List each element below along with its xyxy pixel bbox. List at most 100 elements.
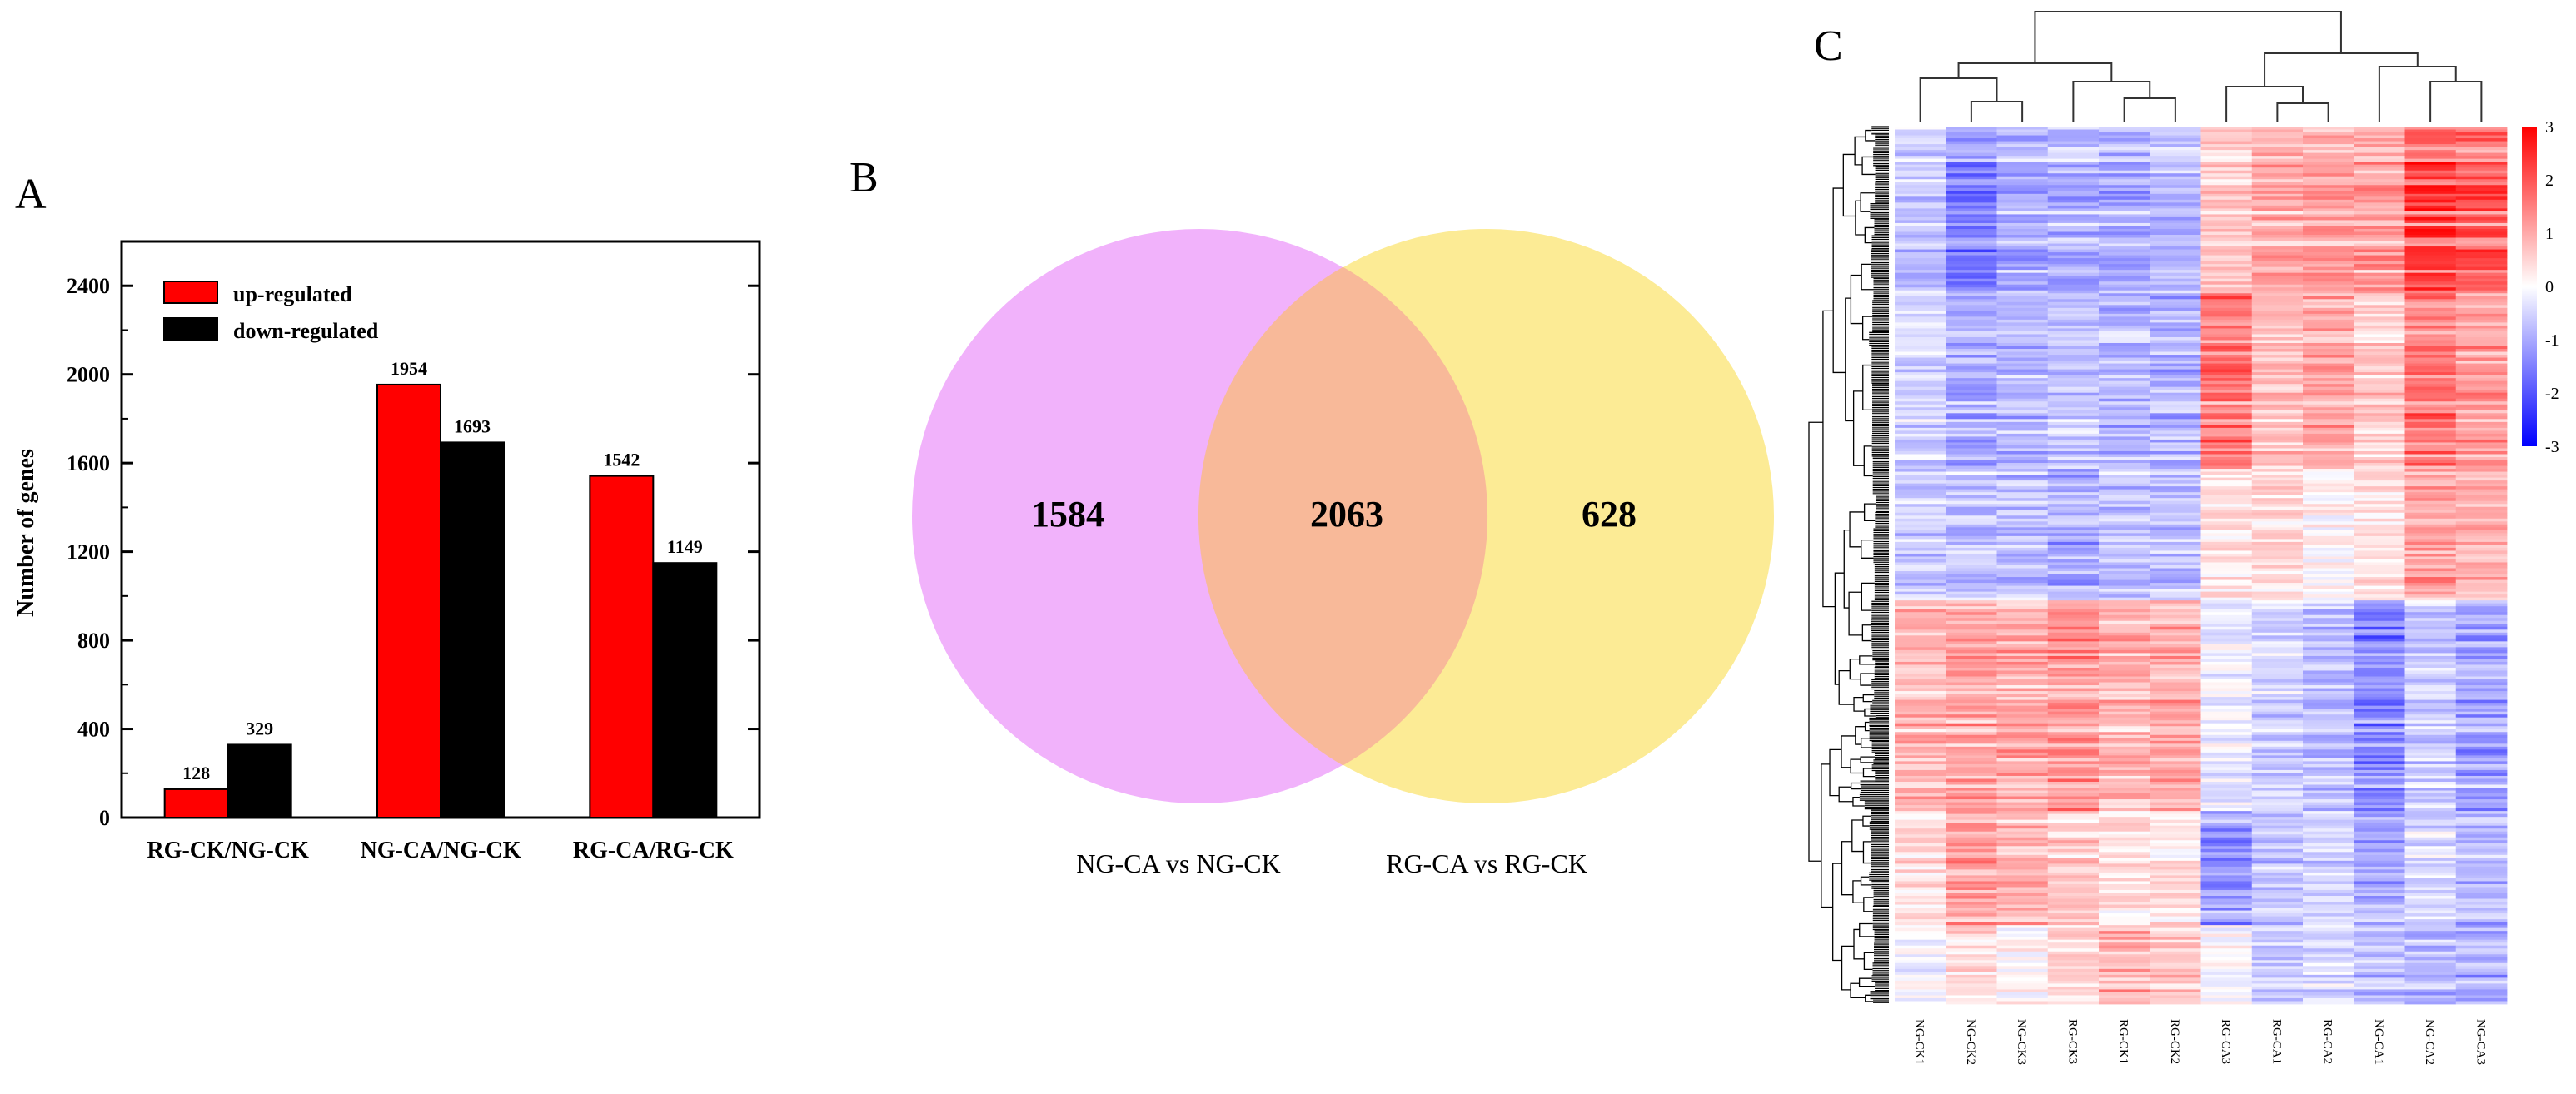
- heatmap-cell: [2404, 644, 2457, 648]
- heatmap-cell: [1996, 471, 2049, 475]
- heatmap-cell: [2404, 908, 2457, 911]
- heatmap-cell: [2200, 328, 2253, 332]
- heatmap-cell: [2047, 144, 2100, 147]
- heatmap-cell: [2354, 398, 2405, 402]
- heatmap-cell: [2047, 187, 2100, 191]
- heatmap-cell: [2354, 205, 2405, 209]
- heatmap-cell: [1946, 825, 1997, 829]
- heatmap-cell: [2303, 316, 2354, 321]
- heatmap-cell: [2303, 372, 2354, 376]
- heatmap-cell: [2354, 492, 2405, 496]
- heatmap-cell: [2455, 454, 2508, 458]
- bar-up: [589, 475, 655, 818]
- heatmap-cell: [1996, 983, 2049, 987]
- heatmap-cell: [2200, 618, 2253, 622]
- heatmap-cell: [2200, 439, 2253, 443]
- heatmap-cell: [2200, 638, 2253, 642]
- heatmap-cell: [2251, 392, 2304, 396]
- heatmap-cell: [2404, 624, 2457, 628]
- heatmap-cell: [2251, 939, 2304, 943]
- heatmap-cell: [2404, 641, 2457, 645]
- heatmap-cell: [2404, 346, 2457, 350]
- heatmap-cell: [2150, 763, 2201, 768]
- heatmap-cell: [2200, 141, 2253, 145]
- heatmap-cell: [2354, 445, 2405, 449]
- heatmap-cell: [2251, 293, 2304, 297]
- heatmap-cell: [2404, 854, 2457, 858]
- heatmap-cell: [1895, 355, 1946, 358]
- heatmap-cell: [2354, 875, 2405, 879]
- heatmap-cell: [2251, 152, 2304, 157]
- heatmap-cell: [2303, 255, 2354, 259]
- heatmap-cell: [2150, 869, 2201, 873]
- heatmap-cell: [1895, 415, 1946, 420]
- heatmap-cell: [2354, 386, 2405, 390]
- heatmap-cell: [2200, 550, 2253, 554]
- heatmap-cell: [1895, 404, 1946, 408]
- heatmap-cell: [2303, 659, 2354, 663]
- heatmap-cell: [2404, 483, 2457, 487]
- heatmap-cell: [1946, 419, 1997, 423]
- heatmap-cell: [2251, 913, 2304, 917]
- heatmap-cell: [1996, 577, 2049, 580]
- heatmap-cell: [2099, 781, 2150, 785]
- heatmap-cell: [2200, 997, 2253, 1002]
- heatmap-cell: [2047, 694, 2100, 698]
- heatmap-cell: [2099, 937, 2150, 941]
- heatmap-cell: [2150, 164, 2201, 168]
- heatmap-cell: [2251, 346, 2304, 350]
- heatmap-cell: [2047, 313, 2100, 317]
- heatmap-cell: [2404, 635, 2457, 639]
- heatmap-cell: [2200, 322, 2253, 326]
- heatmap-cell: [2303, 152, 2354, 157]
- heatmap-cell: [2150, 881, 2201, 885]
- heatmap-cell: [2455, 925, 2508, 929]
- heatmap-cell: [2150, 977, 2201, 982]
- heatmap-cell: [1895, 585, 1946, 589]
- heatmap-cell: [2150, 635, 2201, 639]
- heatmap-cell: [2200, 226, 2253, 230]
- heatmap-cell: [2200, 819, 2253, 823]
- heatmap-cell: [2303, 729, 2354, 733]
- heatmap-cell: [2150, 255, 2201, 259]
- heatmap-cell: [2150, 448, 2201, 452]
- heatmap-cell: [1895, 925, 1946, 929]
- heatmap-cell: [1996, 778, 2049, 783]
- heatmap-cell: [2200, 553, 2253, 557]
- heatmap-cell: [1895, 606, 1946, 610]
- heatmap-cell: [1895, 185, 1946, 189]
- heatmap-cell: [2047, 380, 2100, 385]
- heatmap-cell: [2099, 228, 2150, 232]
- heatmap-cell: [2150, 401, 2201, 405]
- heatmap-cell: [1946, 574, 1997, 578]
- heatmap-cell: [1895, 743, 1946, 748]
- heatmap-cell: [1996, 626, 2049, 630]
- heatmap-cell: [2150, 202, 2201, 206]
- heatmap-cell: [1996, 667, 2049, 671]
- heatmap-cell: [2303, 533, 2354, 537]
- heatmap-cell: [2303, 261, 2354, 265]
- heatmap-cell: [2150, 848, 2201, 853]
- dendrogram-link: [1852, 796, 1865, 807]
- heatmap-cell: [2303, 380, 2354, 385]
- heatmap-cell: [2099, 421, 2150, 425]
- heatmap-cell: [1946, 732, 1997, 736]
- heatmap-cell: [2251, 799, 2304, 803]
- heatmap-cell: [2200, 202, 2253, 206]
- heatmap-cell: [2099, 828, 2150, 833]
- heatmap-cell: [2200, 995, 2253, 999]
- heatmap-cell: [1895, 919, 1946, 923]
- heatmap-cell: [2251, 296, 2304, 300]
- heatmap-cell: [1946, 372, 1997, 376]
- heatmap-cell: [2455, 685, 2508, 689]
- heatmap-cell: [1946, 185, 1997, 189]
- heatmap-cell: [1946, 366, 1997, 370]
- heatmap-cell: [1996, 606, 2049, 610]
- heatmap-cell: [2455, 817, 2508, 821]
- heatmap-cell: [2251, 819, 2304, 823]
- heatmap-cell: [2404, 597, 2457, 601]
- heatmap-cell: [2099, 518, 2150, 522]
- heatmap-cell: [2354, 401, 2405, 405]
- heatmap-cell: [1895, 427, 1946, 431]
- heatmap-cell: [2354, 276, 2405, 280]
